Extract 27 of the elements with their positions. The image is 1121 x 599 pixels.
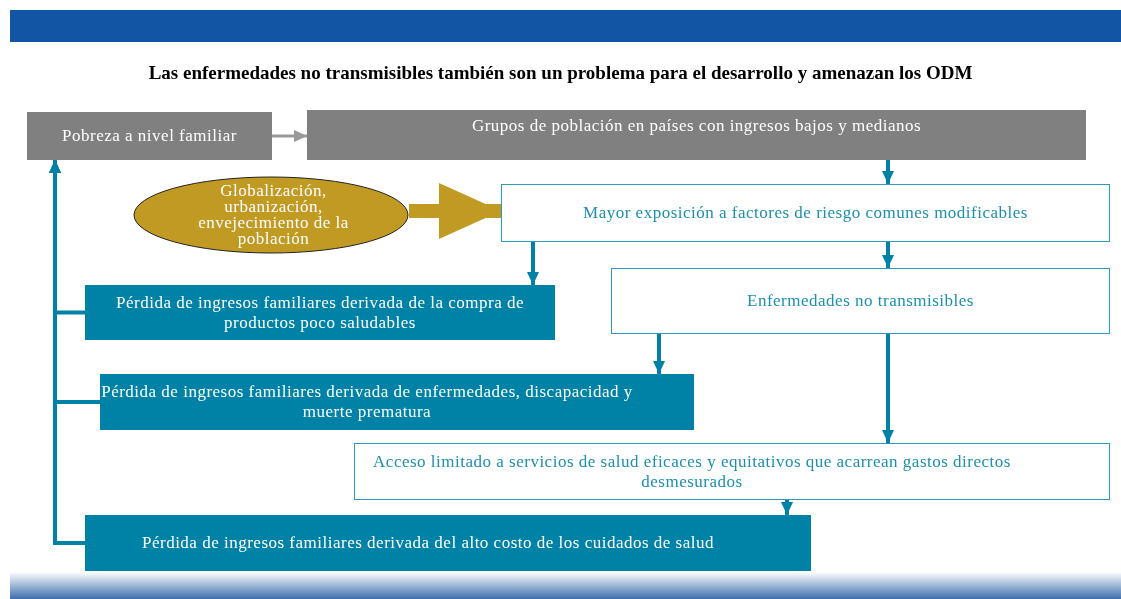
process-box	[307, 110, 1086, 160]
box-text: Pérdida de ingresos familiares derivada de la compra de productos poco saludables	[115, 292, 525, 333]
process-box	[354, 443, 1110, 500]
process-box	[611, 268, 1110, 334]
diagram-title: Las enfermedades no transmisibles también son un problema para el desarrollo y amenazan los ODM	[147, 62, 974, 84]
process-box	[100, 374, 694, 430]
process-box	[85, 285, 555, 340]
arrow	[781, 500, 793, 515]
process-box	[501, 184, 1110, 242]
box-text: Pérdida de ingresos familiares derivada del alto costo de los cuidados de salud	[142, 533, 714, 553]
arrow	[882, 242, 894, 268]
process-box	[85, 515, 811, 571]
arrow	[527, 242, 539, 285]
arrow	[882, 334, 894, 443]
box-text: Grupos de población en países con ingresos bajos y medianos	[471, 116, 922, 136]
box-text: Pobreza a nivel familiar	[62, 126, 237, 146]
process-box	[27, 112, 272, 160]
box-text: Pérdida de ingresos familiares derivada de enfermedades, discapacidad y muerte prematura	[100, 382, 634, 422]
box-text: Enfermedades no transmisibles	[747, 291, 974, 311]
arrow	[653, 334, 665, 374]
arrow	[272, 130, 307, 142]
arrow	[882, 160, 894, 184]
block-arrow	[409, 183, 501, 239]
box-text: Acceso limitado a servicios de salud eficaces y equitativos que acarrean gastos directos desmesurados	[372, 451, 1012, 492]
box-text: Globalización, urbanización, envejecimiento de la población	[197, 182, 350, 248]
ellipse-node	[133, 176, 409, 254]
box-text: Mayor exposición a factores de riesgo comunes modificables	[583, 203, 1028, 223]
